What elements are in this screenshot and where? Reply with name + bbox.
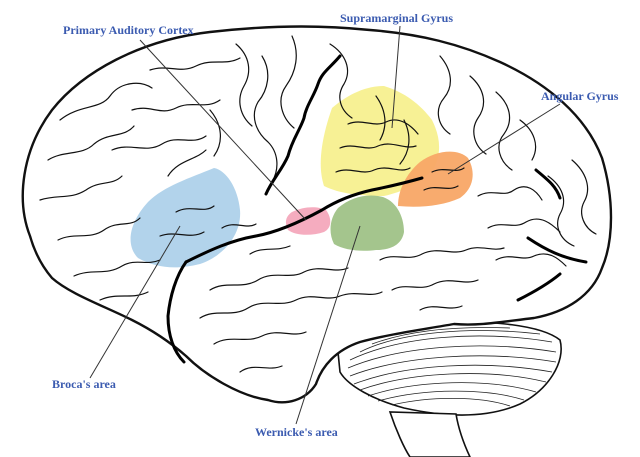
- pointer-brocas-area: [89, 225, 181, 379]
- angular-gyrus-region: [398, 151, 473, 207]
- cerebellum: [337, 318, 562, 457]
- label-brocas-area: Broca's area: [52, 377, 116, 391]
- label-wernickes-area: Wernicke's area: [255, 425, 338, 439]
- brain-gyri: [39, 35, 597, 373]
- pointer-supramarginal-gyrus: [391, 25, 401, 129]
- primary-auditory-cortex-region: [285, 207, 331, 235]
- wernickes-area-region: [330, 195, 404, 251]
- label-primary-auditory-cortex: Primary Auditory Cortex: [63, 23, 194, 37]
- pointer-primary-auditory-cortex: [139, 39, 307, 221]
- label-supramarginal-gyrus: Supramarginal Gyrus: [340, 11, 454, 25]
- major-fissures: [166, 54, 588, 364]
- label-angular-gyrus: Angular Gyrus: [541, 89, 619, 103]
- pointer-wernickes-area: [295, 225, 361, 425]
- pointer-angular-gyrus: [447, 103, 561, 175]
- brocas-area-region: [130, 168, 241, 268]
- pointer-lines: [89, 25, 561, 425]
